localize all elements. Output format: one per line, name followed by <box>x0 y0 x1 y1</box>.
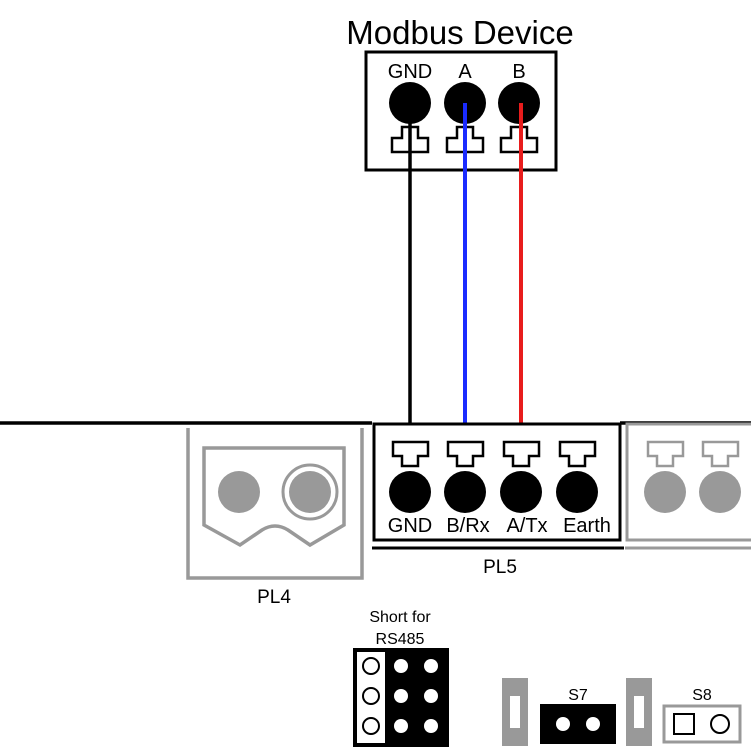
modbus-pin-label-gnd: GND <box>388 61 432 83</box>
modbus-pin-label-a: A <box>458 61 472 83</box>
pl5-pin-label-brx: B/Rx <box>446 515 489 537</box>
rs485-jumper-block[interactable] <box>353 648 449 747</box>
pl5-terminal-atx <box>500 471 542 513</box>
pl5-clamp-atx <box>502 440 541 468</box>
pl5-terminal-gnd <box>389 471 431 513</box>
pl5-clamp-earth <box>558 440 597 468</box>
switch-left-of-s7[interactable] <box>502 678 528 746</box>
pl4-label: PL4 <box>257 587 291 608</box>
right-connector-partial <box>625 422 751 550</box>
jumper-label-line1: Short for <box>369 609 431 626</box>
pl5-terminal-earth <box>556 471 598 513</box>
pl5-clamp-gnd <box>391 440 430 468</box>
pl5-pin-label-atx: A/Tx <box>506 515 547 537</box>
pl5-terminal-brx <box>444 471 486 513</box>
pl5-clamp-brx <box>446 440 485 468</box>
pl5-pin-label-earth: Earth <box>563 515 611 537</box>
pl4-connector <box>186 428 364 580</box>
modbus-device-title: Modbus Device <box>346 14 573 51</box>
modbus-pin-label-b: B <box>512 61 525 83</box>
switch-right-of-s7[interactable] <box>626 678 652 746</box>
jumper-label-line2: RS485 <box>376 631 425 648</box>
pl5-pin-label-gnd: GND <box>388 515 432 537</box>
pl5-label: PL5 <box>483 557 517 578</box>
s8-label: S8 <box>692 687 712 704</box>
s7-jumper[interactable] <box>540 704 616 744</box>
s7-label: S7 <box>568 687 588 704</box>
s8-jumper[interactable] <box>662 704 742 744</box>
